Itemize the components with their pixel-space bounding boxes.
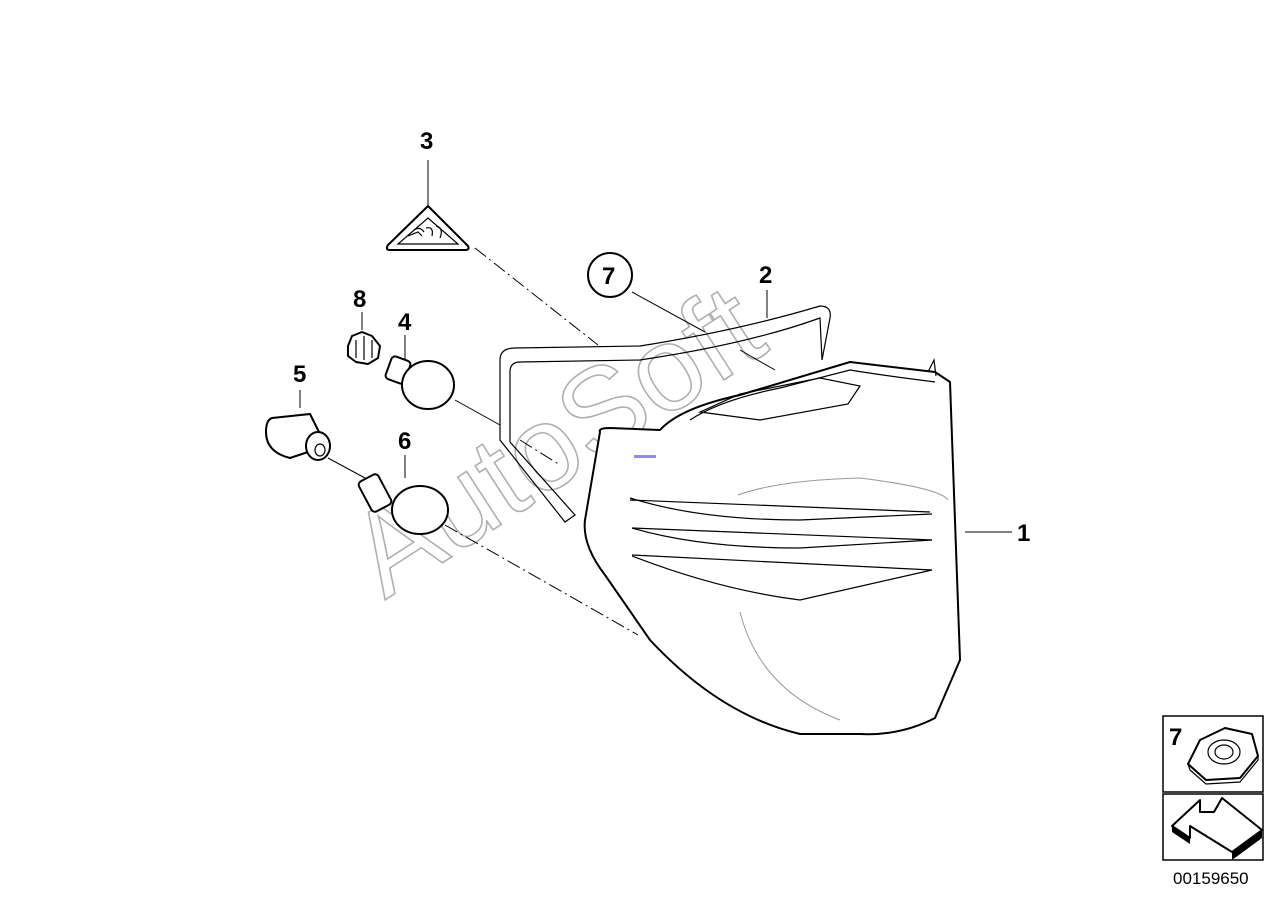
bulb-part-6 — [357, 473, 449, 535]
direction-arrow-icon — [1171, 797, 1263, 860]
tail-light-part — [583, 357, 961, 736]
legend-item-number: 7 — [1169, 724, 1182, 751]
bulb-socket-part — [347, 331, 381, 365]
part-label-5: 5 — [293, 361, 306, 388]
part-label-8: 8 — [353, 286, 366, 313]
bulb-part-4 — [384, 355, 455, 410]
part-label-2: 2 — [759, 262, 772, 289]
part-label-1: 1 — [1017, 520, 1030, 547]
warning-label-part — [385, 205, 470, 251]
part-label-6: 6 — [398, 428, 411, 455]
bulb-holder-part — [265, 413, 331, 461]
leader-lines — [299, 160, 1012, 636]
highlight-mark — [634, 455, 656, 458]
part-label-7: 7 — [602, 263, 615, 290]
legend-box: 7 — [1162, 715, 1264, 861]
catalog-number: 00159650 — [1173, 869, 1249, 888]
nut-callout-circle — [587, 252, 633, 298]
part-label-4: 4 — [398, 309, 412, 336]
part-label-3: 3 — [420, 128, 433, 155]
gasket-part — [499, 305, 831, 523]
hex-nut-icon — [1187, 727, 1259, 785]
